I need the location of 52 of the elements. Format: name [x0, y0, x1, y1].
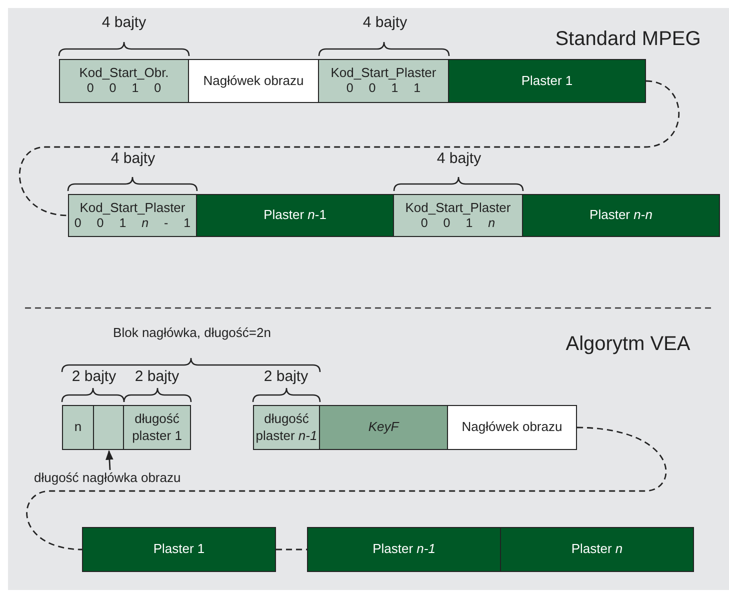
- field-label: Plaster 1: [521, 72, 573, 90]
- field-label: Plaster 1: [153, 541, 205, 558]
- size-label: 2 bajty: [134, 368, 180, 385]
- size-label: 4 bajty: [436, 150, 482, 167]
- size-label: 2 bajty: [264, 368, 308, 385]
- slice-block: [82, 527, 276, 572]
- field-label: Plaster n-1: [264, 207, 326, 224]
- field-name: Kod_Start_Plaster: [330, 65, 436, 82]
- field-label: Plaster n-n: [590, 207, 652, 224]
- leader-arrow: [106, 450, 114, 470]
- length-field: [124, 405, 191, 450]
- field-label: n: [74, 419, 82, 436]
- slice-block: [449, 59, 646, 103]
- dashed-connector: [276, 548, 307, 550]
- header-length-field: [94, 405, 124, 450]
- size-label: 2 bajty: [72, 368, 116, 385]
- start-code-field: [319, 59, 449, 103]
- slice-block: [501, 527, 694, 572]
- field-label: Plaster n-1: [372, 541, 436, 558]
- field-name: Kod_Start_Obr.: [79, 65, 169, 82]
- section-title: Standard MPEG: [555, 28, 701, 51]
- field-name: Kod_Start_Plaster: [405, 200, 511, 216]
- field-name: Kod_Start_Plaster: [80, 200, 186, 216]
- section-title: Algorytm VEA: [566, 333, 690, 356]
- bit-values: 0 0 1 1: [346, 81, 421, 97]
- slice-block: [197, 194, 394, 237]
- count-field: [62, 405, 94, 450]
- field-label: długość plaster n-1: [254, 411, 318, 444]
- start-code-field: [68, 194, 197, 237]
- header-field: [448, 405, 577, 450]
- field-label: długość plaster 1: [131, 411, 183, 444]
- bit-values: 0 0 1 0: [86, 81, 162, 97]
- callout-text: długość nagłówka obrazu: [34, 470, 181, 485]
- field-label: Plaster n: [571, 541, 623, 558]
- slice-block: [307, 527, 501, 572]
- slice-block: [523, 194, 720, 237]
- start-code-field: [394, 194, 523, 237]
- field-label: Nagłówek obrazu: [462, 419, 562, 436]
- key-field: [320, 405, 448, 450]
- start-code-field: [59, 59, 189, 103]
- field-label: KeyF: [368, 419, 399, 436]
- header-length-label: Blok nagłówka, długość=2n: [113, 325, 271, 340]
- bit-values: 0 0 1 n: [420, 216, 496, 232]
- dashed-connector: [26, 426, 666, 550]
- dashed-connector: [19, 80, 680, 216]
- size-label: 4 bajty: [362, 14, 408, 31]
- length-field: [253, 405, 320, 450]
- size-label: 4 bajty: [102, 14, 146, 31]
- header-field: [189, 59, 319, 103]
- size-label: 4 bajty: [110, 150, 156, 167]
- bit-values: 0 0 1 n - 1: [74, 216, 191, 232]
- field-label: Nagłówek obrazu: [203, 72, 304, 90]
